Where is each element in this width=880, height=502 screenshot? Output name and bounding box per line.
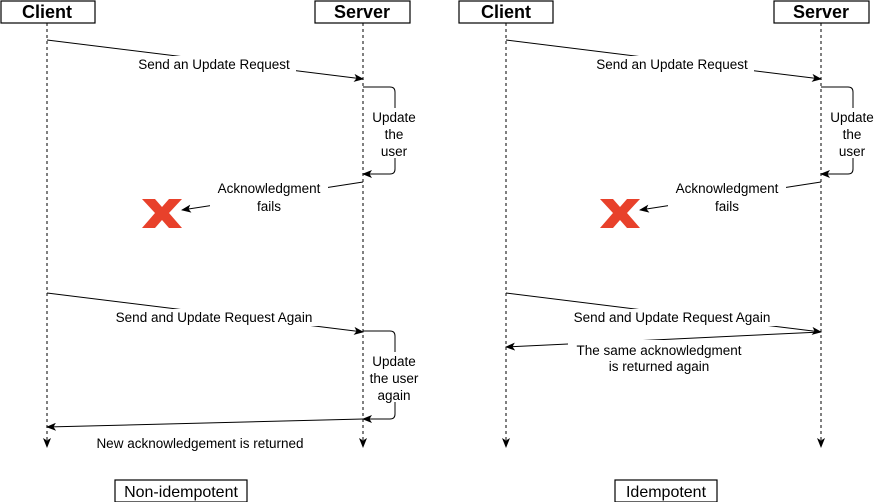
x-mark-icon — [142, 199, 182, 228]
client-label: Client — [22, 2, 72, 22]
update-request-again-label: Send and Update Request Again — [116, 310, 313, 325]
update-request-label: Send an Update Request — [138, 57, 290, 72]
ack-fails-line-1: Acknowledgment — [218, 181, 321, 196]
idempotent-diagram: Client Server Send an Update Request Upd… — [458, 0, 878, 502]
server-box: Server — [314, 0, 411, 24]
new-ack-label: New acknowledgement is returned — [96, 436, 303, 451]
update-user-line-2: the — [843, 127, 862, 142]
server-box: Server — [773, 0, 870, 24]
idempotent-caption: Idempotent — [626, 484, 707, 501]
ack-fails-line-1: Acknowledgment — [676, 181, 779, 196]
non-idempotent-diagram: Client Server Send an Update Request Upd… — [0, 0, 424, 502]
new-ack-arrow — [46, 418, 364, 431]
client-box: Client — [0, 0, 96, 24]
client-box: Client — [458, 0, 554, 24]
ack-fails-line-2: fails — [715, 199, 739, 214]
update-again-line-3: again — [377, 388, 410, 403]
update-user-line-1: Update — [830, 110, 874, 125]
update-again-line-1: Update — [372, 354, 416, 369]
same-ack-arrow — [505, 331, 822, 351]
update-user-line-3: user — [381, 144, 408, 159]
update-user-line-1: Update — [372, 110, 416, 125]
ack-fails-line-2: fails — [257, 199, 281, 214]
server-label: Server — [793, 2, 849, 22]
update-user-line-3: user — [839, 144, 866, 159]
update-request-again-label: Send and Update Request Again — [574, 310, 771, 325]
x-mark-icon — [600, 199, 640, 228]
same-ack-line-1: The same acknowledgment — [576, 343, 741, 358]
server-label: Server — [334, 2, 390, 22]
update-request-label: Send an Update Request — [596, 57, 748, 72]
same-ack-line-2: is returned again — [609, 359, 710, 374]
non-idempotent-caption: Non-idempotent — [124, 484, 238, 501]
update-again-line-2: the user — [370, 371, 419, 386]
update-user-line-2: the — [385, 127, 404, 142]
client-label: Client — [481, 2, 531, 22]
